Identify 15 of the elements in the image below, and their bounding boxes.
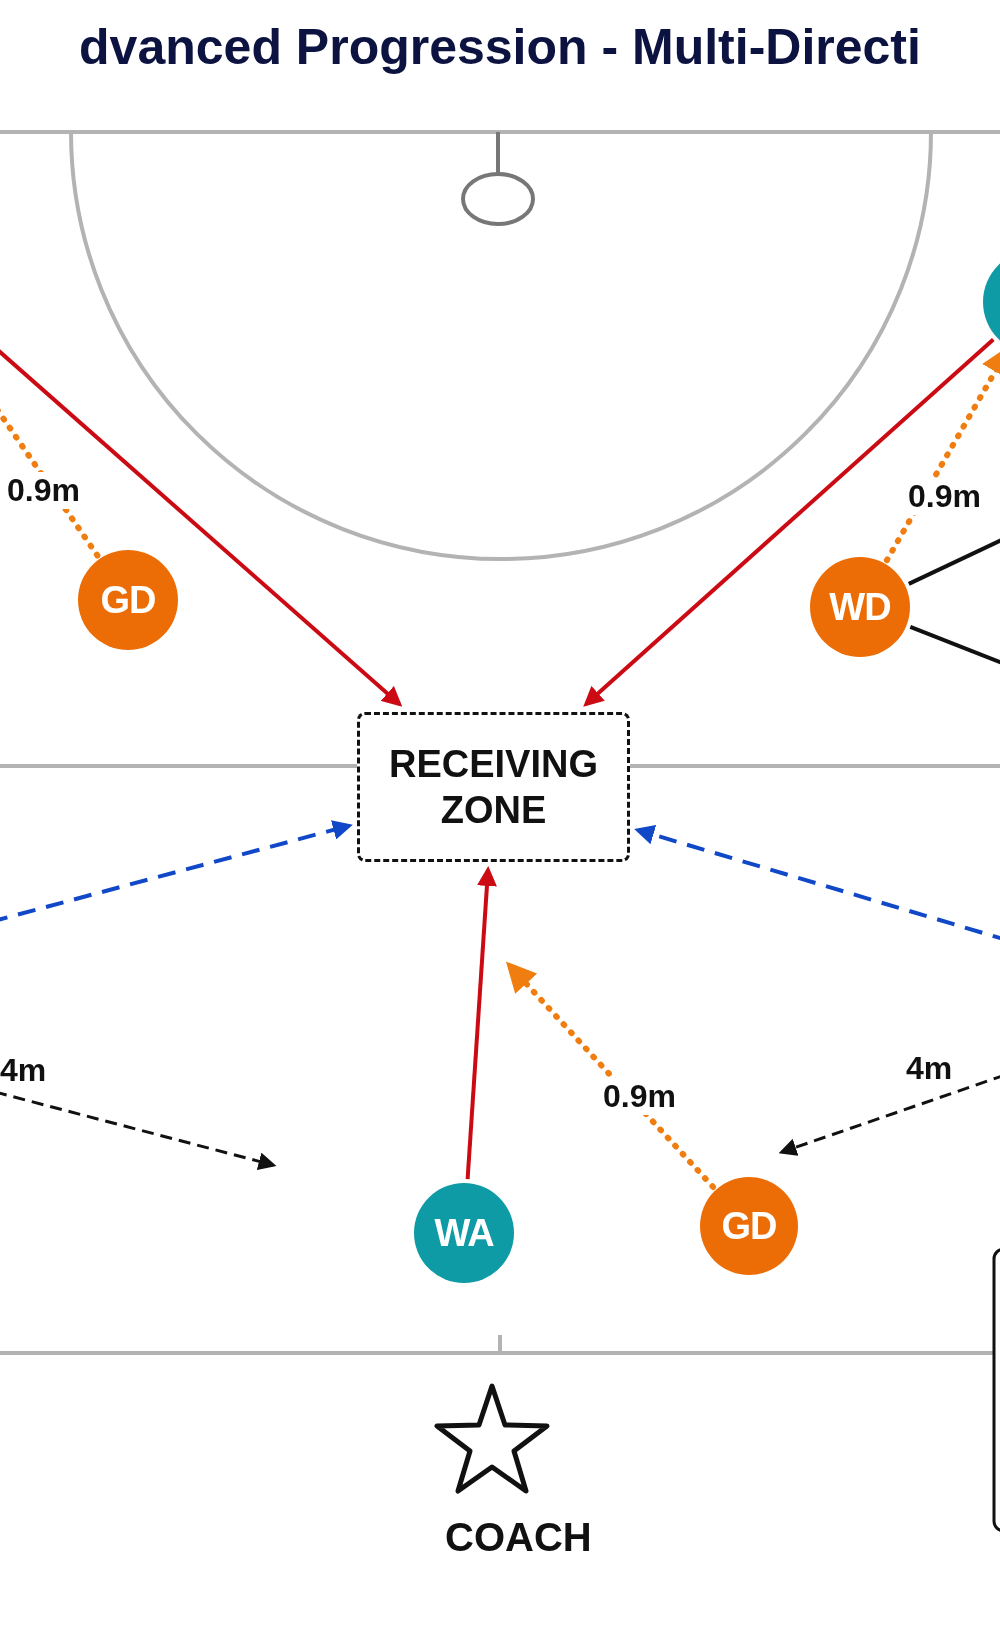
dashed-arrow (0, 820, 353, 924)
text-label: COACH (445, 1515, 592, 1560)
arrow (583, 337, 995, 707)
node-label: RECEIVING ZONE (388, 742, 599, 833)
dashed-arrow (634, 825, 1000, 943)
dashed-arrow (505, 961, 717, 1190)
node-label: GD (721, 1204, 777, 1248)
receiving-zone (357, 712, 630, 862)
text-label: 4m (0, 1052, 47, 1089)
arrow (465, 866, 497, 1180)
title: dvanced Progression - Multi-Directi (78, 18, 922, 76)
text-label: 4m (906, 1050, 953, 1087)
node-label: WA (434, 1211, 494, 1255)
node-label: GD (100, 578, 156, 622)
node-label: WD (829, 585, 891, 629)
